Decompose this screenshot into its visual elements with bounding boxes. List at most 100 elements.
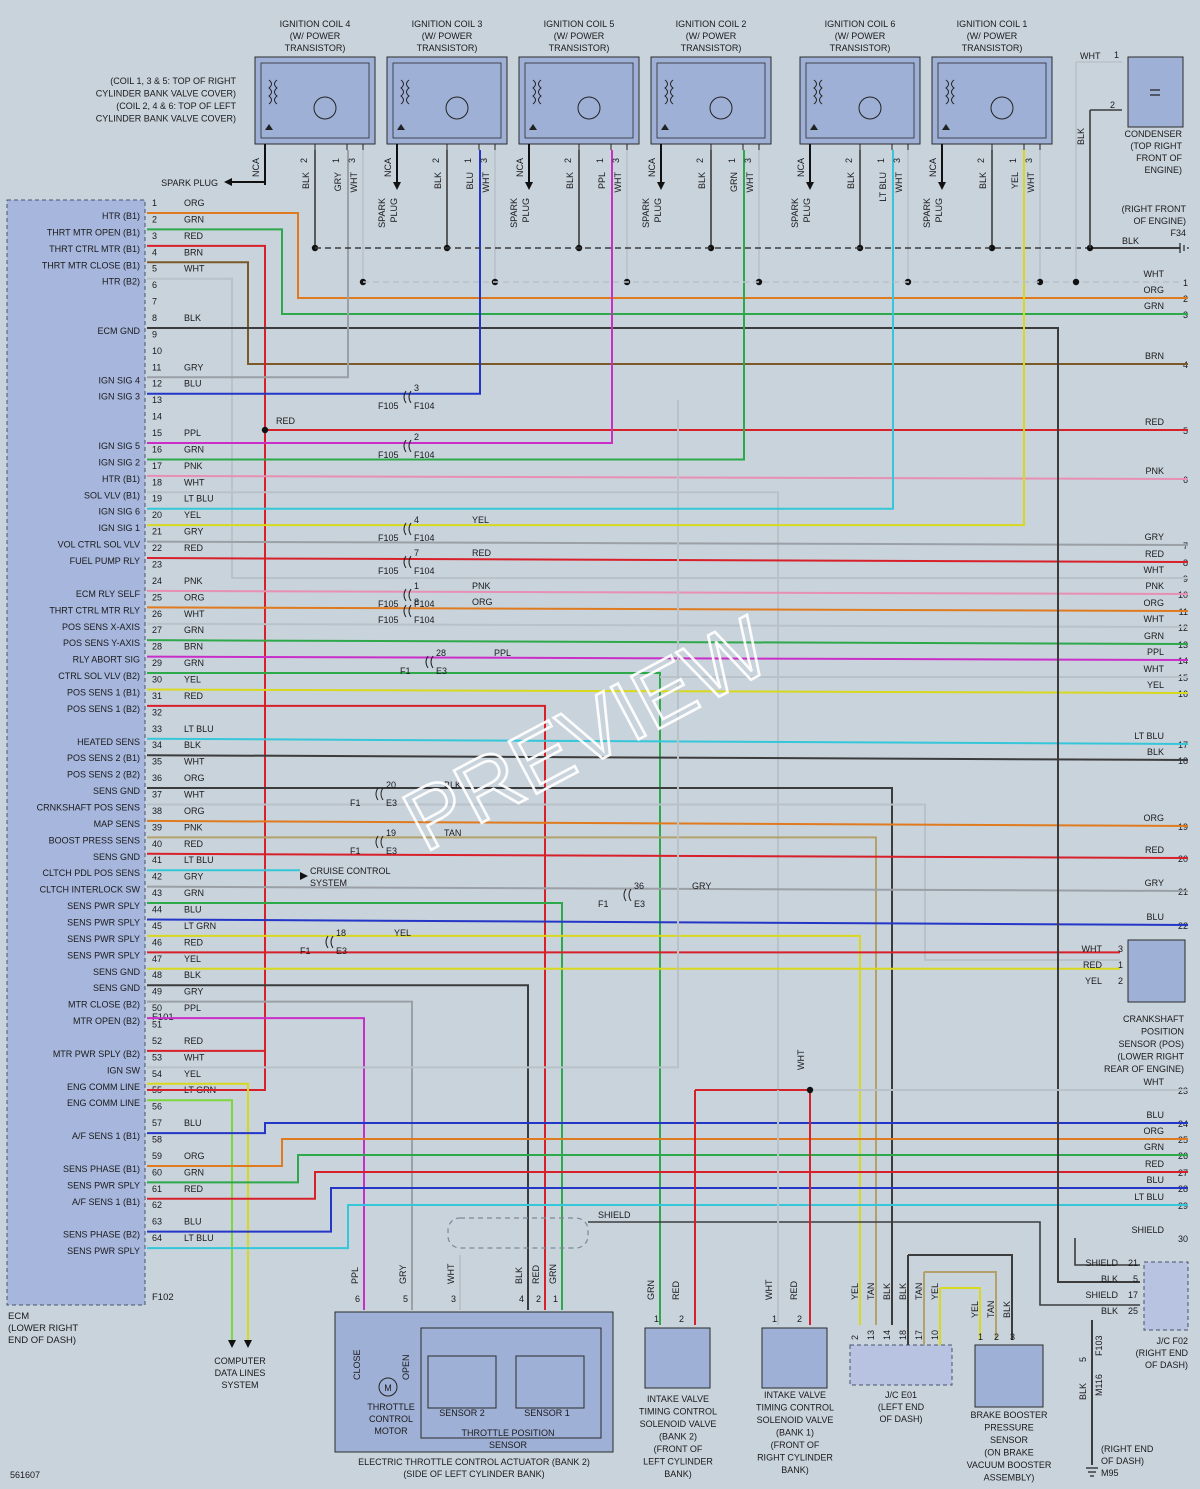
junction-label: OF DASH) [879, 1414, 922, 1424]
wire-color-label: RED [1083, 960, 1103, 970]
capacitor-icon [1150, 89, 1160, 96]
splice-dot [988, 244, 996, 252]
coil-pin-number: 1 [876, 158, 886, 163]
inline-connector-icon [375, 787, 384, 801]
transistor-icon [445, 96, 469, 120]
connector-pin-number: 14 [1178, 656, 1188, 666]
actuator-subtitle: (SIDE OF LEFT CYLINDER BANK) [403, 1469, 544, 1479]
coil-pin-number: 2 [976, 158, 986, 163]
coil-pin-number: 1 [727, 158, 737, 163]
condenser-label: FRONT OF [1136, 153, 1182, 163]
solenoid-label: TIMING CONTROL [756, 1403, 834, 1413]
ecm-pin-number: 17 [152, 461, 162, 471]
ecm-pin-number: 11 [152, 362, 161, 372]
ecm-pin-number: 63 [152, 1217, 162, 1227]
wire-pin5 [147, 277, 1188, 579]
wire-color-label: BLK [1101, 1274, 1118, 1284]
coil-inner [656, 62, 766, 139]
connector-id: F104 [414, 533, 435, 543]
wire-color-label: GRN [548, 1264, 558, 1284]
coil-pin-number: 3 [743, 158, 753, 163]
transistor-icon [990, 96, 1014, 120]
wire-color-label: YEL [1147, 680, 1164, 690]
connector-id: F105 [378, 599, 399, 609]
ecm-pin-label: MTR PWR SPLY (B2) [53, 1049, 140, 1059]
coil-wire-color: BLK [301, 172, 311, 189]
wire-pin44 [146, 918, 1189, 926]
connector-pin-number: 3 [414, 383, 419, 393]
wire-color-label: GRN [646, 1280, 656, 1300]
ecm-pin-label: POS SENS 2 (B2) [67, 770, 140, 780]
actuator-title: ELECTRIC THROTTLE CONTROL ACTUATOR (BANK… [358, 1457, 590, 1467]
wire-pin55 [147, 1099, 233, 1345]
coil-pin-number: 1 [463, 158, 473, 163]
sensor-label: CRANKSHAFT [1123, 1014, 1185, 1024]
ecm-pin-wire-color: PNK [184, 822, 203, 832]
ecm-pin-wire-color: RED [184, 1036, 204, 1046]
plug-label: PLUG [653, 198, 663, 223]
ecm-pin-wire-color: WHT [184, 609, 205, 619]
connector-id: F1 [350, 846, 361, 856]
solenoid-label: INTAKE VALVE [764, 1390, 826, 1400]
ecm-pin-number: 56 [152, 1102, 162, 1112]
connector-id: F105 [378, 533, 399, 543]
intake-valve-solenoid-bank2 [644, 1327, 711, 1389]
ecm-pin-label: HTR (B1) [102, 474, 140, 484]
sensor-label: POSITION [1141, 1027, 1184, 1037]
ground-icon [1086, 1467, 1098, 1477]
ecm-pin-label: SENS PWR SPLY [67, 901, 140, 911]
ecm-pin-wire-color: PNK [184, 461, 203, 471]
ecm-pin-number: 33 [152, 724, 162, 734]
wire-color-label: LT BLU [1134, 731, 1164, 741]
ecm-pin-label: THRT MTR CLOSE (B1) [42, 260, 140, 270]
ecm-pin-number: 27 [152, 625, 162, 635]
ground-location: (RIGHT END [1101, 1444, 1154, 1454]
ignition-coil [799, 56, 921, 145]
coil-pin-number: 3 [892, 158, 902, 163]
coil-pin-number: 2 [299, 158, 309, 163]
wire-pin36 [147, 787, 893, 1325]
ecm-pin-wire-color: BLK [184, 313, 201, 323]
connector-id: E3 [386, 846, 397, 856]
wire-color-label: BLK [444, 780, 461, 790]
wire-color-label: BLK [1076, 128, 1086, 145]
spark-label: SPARK [790, 198, 800, 228]
wire-color-label: YEL [850, 1283, 860, 1300]
sensor-1-label: SENSOR 1 [524, 1408, 570, 1418]
junction-label: (LEFT END [878, 1402, 925, 1412]
wire-pin34 [146, 754, 1189, 761]
coil-wire-color: WHT [349, 172, 359, 193]
ecm-pin-label: HTR (B1) [102, 211, 140, 221]
ecm-pin-number: 22 [152, 543, 162, 553]
wire-pin28 [146, 655, 1189, 661]
spark-plug-label: SPARK PLUG [161, 178, 218, 188]
coil-inner [260, 62, 370, 139]
ecm-pin-wire-color: BLU [184, 379, 202, 389]
connector-id: F1 [300, 946, 311, 956]
coil-pin-number: 2 [844, 158, 854, 163]
ecm-pin-label: HTR (B2) [102, 277, 140, 287]
nca-label: NCA [647, 158, 657, 177]
ecm-pin-number: 20 [152, 510, 162, 520]
connector-id: E3 [436, 666, 447, 676]
wire-color-label: ORG [1143, 285, 1164, 295]
wire-color-label: BRN [1145, 351, 1164, 361]
junction-pin: 14 [882, 1330, 892, 1340]
wire-color-label: PNK [472, 581, 491, 591]
wire-color-label: BLU [1146, 912, 1164, 922]
coil-subtitle: (W/ POWER [290, 31, 341, 41]
ecm-pin-number: 14 [152, 412, 162, 422]
connector-pin-number: 13 [1178, 640, 1188, 650]
solenoid-label: (FRONT OF [654, 1444, 703, 1454]
ecm-location: END OF DASH) [8, 1335, 76, 1346]
inline-connector-icon [403, 588, 412, 602]
wire-color-label: YEL [970, 1301, 980, 1318]
coil-wire-color: BLK [565, 172, 575, 189]
plug-label: PLUG [389, 198, 399, 223]
solenoid-pin: 1 [772, 1314, 777, 1324]
coil-subtitle: TRANSISTOR) [549, 43, 610, 53]
ground-location: OF DASH) [1101, 1456, 1144, 1466]
ignition-coil [518, 56, 640, 145]
ecm-pin-number: 24 [152, 576, 162, 586]
ignition-coil [650, 56, 772, 145]
